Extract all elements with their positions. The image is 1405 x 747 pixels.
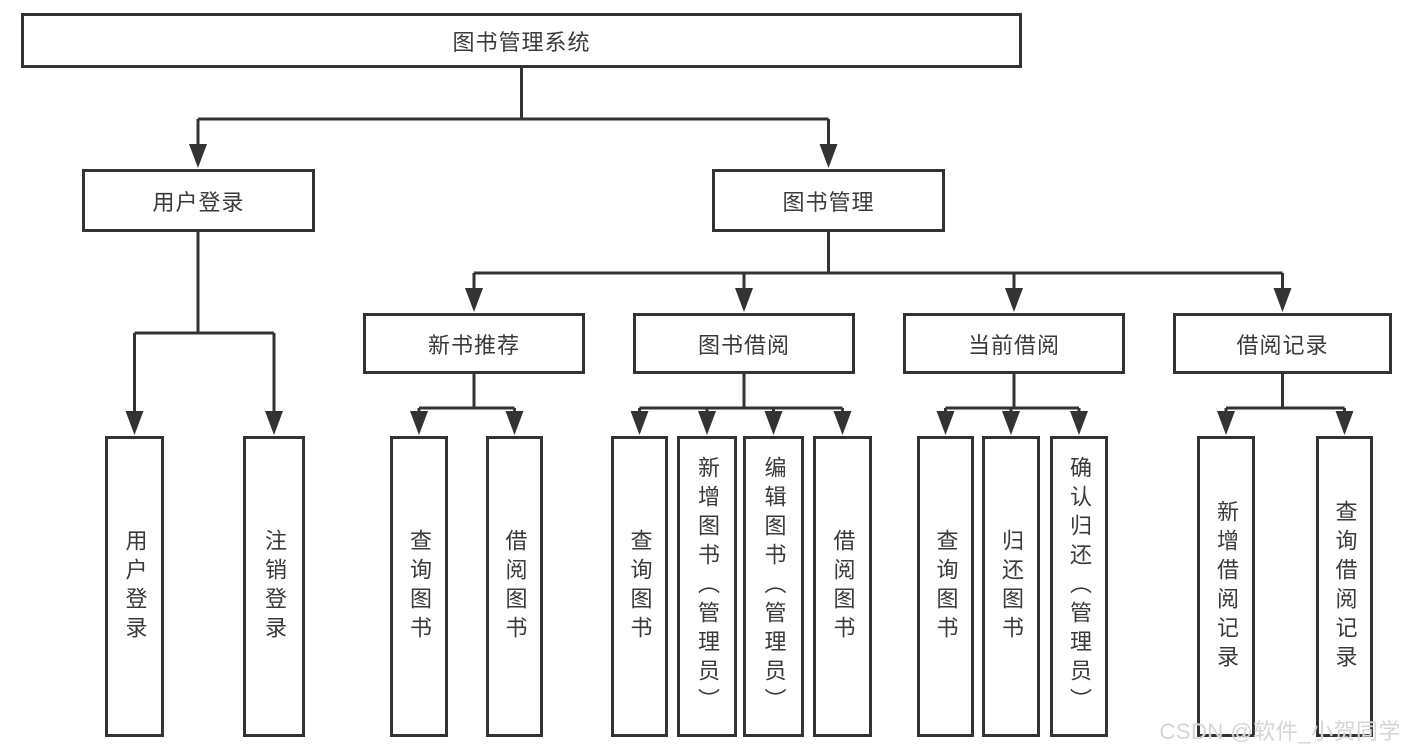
node-borrow-records: 借阅记录 [1173, 313, 1392, 374]
leaf-query-borrow-record: 查询借阅记录 [1316, 436, 1373, 737]
node-current-borrowing: 当前借阅 [903, 313, 1125, 374]
leaf-query-books-recommend: 查询图书 [390, 436, 448, 737]
node-label: 借阅图书 [502, 528, 528, 645]
node-label: 借阅图书 [830, 528, 856, 645]
node-label: 图书借阅 [697, 332, 790, 358]
node-book-borrowing: 图书借阅 [633, 313, 855, 374]
leaf-edit-book-admin: 编辑图书（管理员） [743, 436, 804, 737]
node-label: 新书推荐 [427, 332, 520, 358]
leaf-logout: 注销登录 [243, 436, 305, 737]
node-label: 图书管理 [782, 189, 875, 215]
node-label: 确认归还（管理员） [1067, 456, 1092, 717]
csdn-watermark: CSDN @软件_小贺同学 [1159, 719, 1401, 744]
leaf-borrow-books: 借阅图书 [813, 436, 872, 737]
leaf-add-book-admin: 新增图书（管理员） [677, 436, 737, 737]
node-library-management-system: 图书管理系统 [21, 13, 1022, 68]
node-label: 新增图书（管理员） [695, 456, 720, 717]
leaf-add-borrow-record: 新增借阅记录 [1197, 436, 1255, 737]
leaf-borrow-books-recommend: 借阅图书 [486, 436, 543, 737]
node-label: 编辑图书（管理员） [761, 456, 787, 717]
leaf-user-login: 用户登录 [105, 436, 164, 737]
node-label: 用户登录 [122, 528, 148, 645]
leaf-confirm-return-admin: 确认归还（管理员） [1050, 436, 1108, 737]
leaf-query-books-current: 查询图书 [917, 436, 974, 737]
node-label: 图书管理系统 [452, 29, 591, 55]
node-label: 用户登录 [152, 189, 245, 215]
node-label: 查询图书 [627, 528, 653, 645]
node-label: 注销登录 [262, 528, 287, 645]
node-book-management: 图书管理 [712, 169, 945, 232]
leaf-return-books: 归还图书 [982, 436, 1040, 737]
node-label: 当前借阅 [967, 332, 1060, 358]
node-new-book-recommend: 新书推荐 [363, 313, 585, 374]
node-label: 新增借阅记录 [1214, 499, 1239, 674]
node-label: 查询借阅记录 [1332, 499, 1358, 674]
node-label: 归还图书 [999, 528, 1024, 645]
node-label: 查询图书 [933, 528, 959, 645]
node-label: 借阅记录 [1236, 332, 1329, 358]
node-label: 查询图书 [407, 528, 432, 645]
node-user-login: 用户登录 [82, 169, 315, 232]
leaf-query-books-borrowing: 查询图书 [611, 436, 668, 737]
